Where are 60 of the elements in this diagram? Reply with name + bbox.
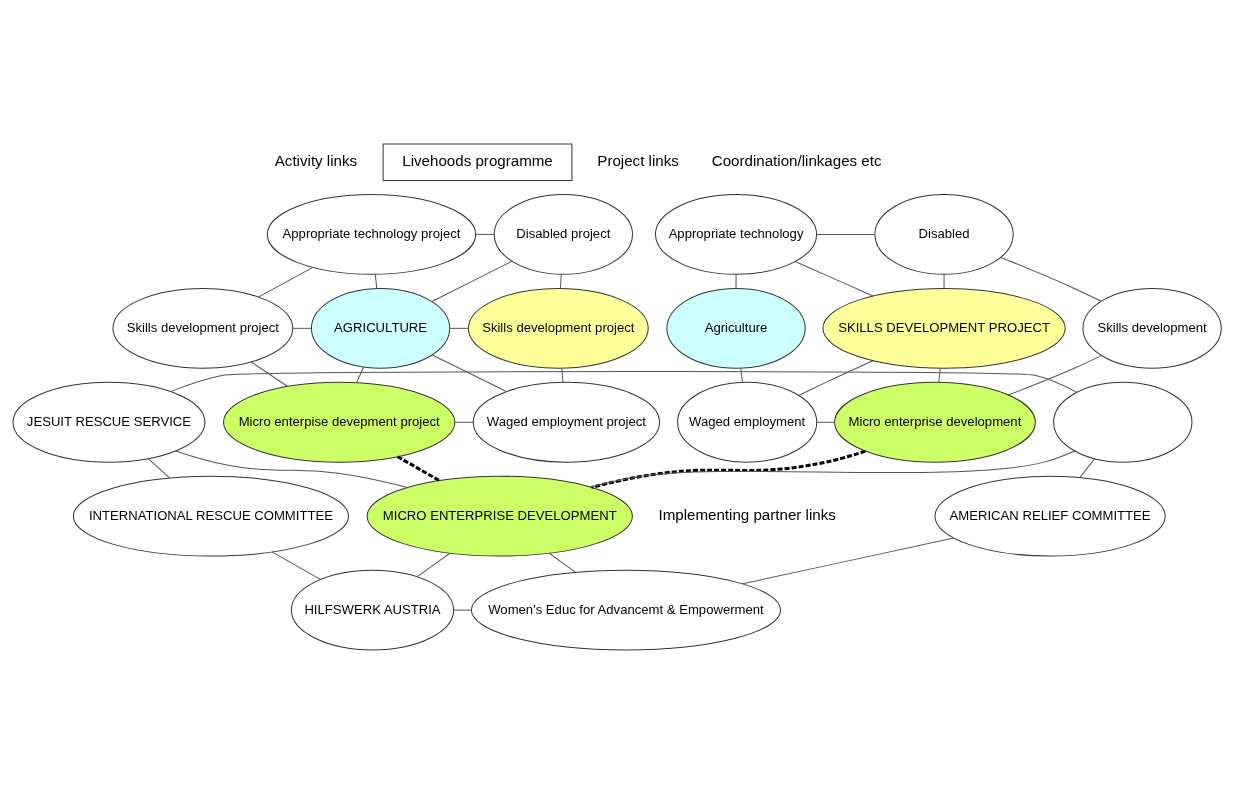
connector	[250, 361, 289, 387]
connector	[816, 233, 876, 235]
node-ellipse: Agriculture	[666, 287, 806, 369]
connector	[475, 233, 495, 235]
connector	[740, 367, 743, 383]
connector	[548, 552, 576, 573]
connector	[741, 537, 955, 585]
connector	[147, 458, 171, 479]
node-ellipse: Micro enterprise development	[834, 381, 1036, 463]
label: Coordination/linkages etc	[711, 151, 882, 169]
node-box: Livehoods programme	[382, 143, 573, 181]
connector	[1000, 256, 1102, 302]
connector	[943, 273, 945, 289]
node-ellipse: Micro enterpise devepment project	[223, 381, 456, 463]
node-ellipse: Waged employment	[677, 381, 818, 463]
node-ellipse: SKILLS DEVELOPMENT PROJECT	[822, 287, 1066, 369]
node-ellipse: Skills development project	[112, 287, 294, 369]
connector	[175, 450, 408, 488]
connector	[816, 421, 835, 423]
connector	[591, 449, 866, 489]
connector	[271, 551, 321, 580]
node-ellipse: Skills development project	[467, 287, 649, 369]
connector	[292, 327, 312, 329]
connector	[1007, 355, 1102, 396]
node-ellipse: Waged employment project	[472, 381, 661, 463]
node-ellipse: HILFSWERK AUSTRIA	[290, 569, 455, 651]
connector	[258, 267, 313, 298]
node-ellipse: AMERICAN RELIEF COMMITTEE	[934, 475, 1166, 557]
connector	[454, 421, 474, 423]
connector	[453, 609, 472, 611]
node-ellipse: MICRO ENTERPRISE DEVELOPMENT	[366, 475, 633, 557]
connector	[794, 261, 874, 297]
connector	[449, 327, 469, 329]
node-ellipse: Women's Educ for Advancemt & Empowerment	[470, 569, 782, 651]
connector	[356, 366, 364, 384]
connector	[374, 273, 378, 289]
connector	[416, 552, 451, 578]
node-ellipse: Disabled	[874, 194, 1014, 275]
connector	[170, 371, 1078, 393]
connector	[431, 260, 513, 302]
node-ellipse: Disabled project	[493, 194, 634, 275]
connector	[798, 360, 874, 396]
label: Activity links	[274, 151, 358, 169]
label: Project links	[597, 151, 679, 169]
connector	[1079, 458, 1096, 479]
node-ellipse: Appropriate technology	[654, 194, 818, 275]
connector	[561, 367, 564, 383]
connector	[559, 273, 562, 289]
connector	[938, 367, 941, 383]
node-ellipse: AGRICULTURE	[310, 287, 451, 369]
node-ellipse: Skills development	[1082, 287, 1222, 369]
node-ellipse: JESUIT RESCUE SERVICE	[12, 381, 206, 463]
node-ellipse: INTERNATIONAL RESCUE COMMITTEE	[72, 475, 350, 557]
connector	[590, 450, 1075, 488]
connector	[431, 354, 507, 393]
connector	[396, 455, 440, 482]
label: Implementing partner links	[658, 505, 836, 523]
connector	[735, 273, 737, 289]
node-ellipse	[1053, 381, 1193, 463]
node-ellipse: Appropriate technology project	[266, 194, 477, 275]
